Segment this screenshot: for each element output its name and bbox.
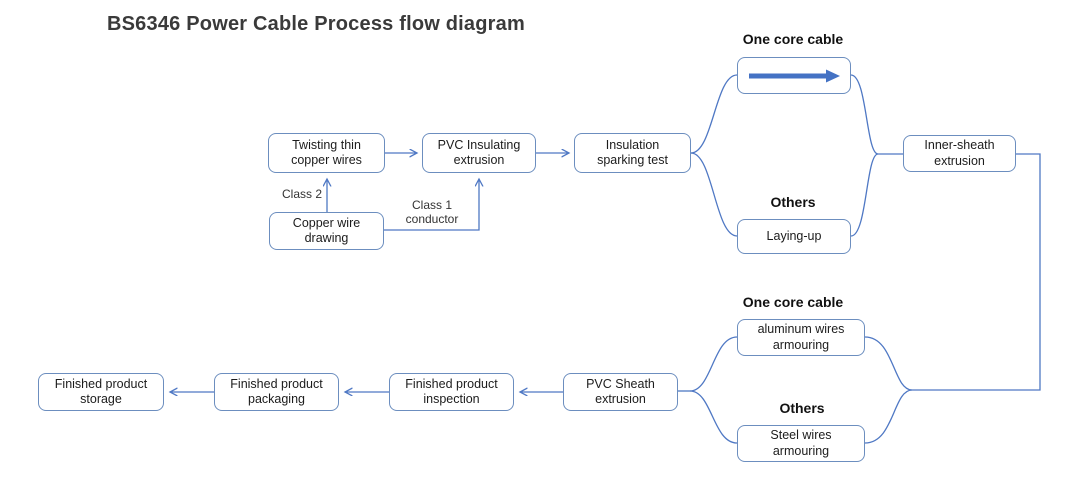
label-class-1-conductor: Class 1 conductor [405, 198, 459, 226]
node-copper-wire-drawing: Copper wire drawing [269, 212, 384, 250]
node-laying-up: Laying-up [737, 219, 851, 254]
node-inner-sheath-extrusion: Inner-sheath extrusion [903, 135, 1016, 172]
edge-drawing-to-insulating [384, 179, 479, 231]
node-insulation-sparking-test: Insulation sparking test [574, 133, 691, 173]
node-aluminum-wires-armouring: aluminum wires armouring [737, 319, 865, 356]
branch-top-right-lower [850, 153, 879, 237]
node-finished-product-storage: Finished product storage [38, 373, 164, 411]
node-one-core-cable-flow [737, 57, 851, 94]
branch-top-left-upper [690, 74, 738, 154]
node-twisting-thin-copper-wires: Twisting thin copper wires [268, 133, 385, 173]
node-pvc-insulating-extrusion: PVC Insulating extrusion [422, 133, 536, 173]
route-inner-sheath-to-armouring [912, 153, 1041, 391]
label-others-bottom: Others [779, 400, 825, 416]
node-finished-product-inspection: Finished product inspection [389, 373, 514, 411]
node-pvc-sheath-extrusion: PVC Sheath extrusion [563, 373, 678, 411]
branch-bottom-right-upper [864, 336, 913, 391]
branch-top-right-upper [850, 74, 879, 155]
branch-top-left-lower [690, 152, 738, 237]
page-title: BS6346 Power Cable Process flow diagram [107, 13, 525, 35]
label-one-core-cable-bottom: One core cable [742, 294, 844, 310]
label-one-core-cable-top: One core cable [742, 31, 844, 47]
label-others-top: Others [770, 194, 816, 210]
branch-bottom-left-lower [689, 390, 738, 444]
right-arrow-icon [744, 60, 844, 91]
node-finished-product-packaging: Finished product packaging [214, 373, 339, 411]
branch-bottom-right-lower [864, 389, 913, 444]
node-steel-wires-armouring: Steel wires armouring [737, 425, 865, 462]
branch-bottom-left-upper [689, 336, 738, 392]
label-class-2: Class 2 [281, 187, 322, 201]
